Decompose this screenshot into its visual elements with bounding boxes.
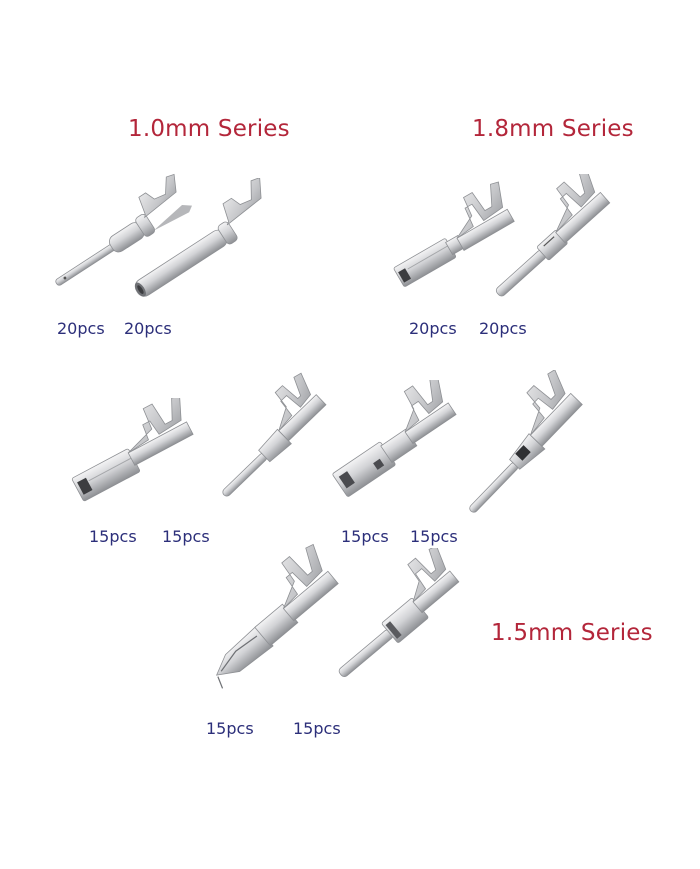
series-title-1-0mm: 1.0mm Series [128, 116, 290, 142]
quantity-label: 20pcs [57, 319, 105, 338]
male-pin-terminal-icon [222, 372, 327, 497]
quantity-label: 20pcs [124, 319, 172, 338]
terminal-1-5mm-female-box-latched [326, 380, 476, 505]
male-blade-terminal-icon [338, 548, 460, 678]
female-box-terminal-icon [71, 398, 194, 502]
terminal-1-5mm-female-box [68, 398, 218, 508]
terminal-1-8mm-female-box [388, 180, 528, 300]
quantity-label: 15pcs [293, 719, 341, 738]
quantity-label: 20pcs [479, 319, 527, 338]
quantity-label: 15pcs [341, 527, 389, 546]
terminal-1-5mm-male-pin [205, 372, 345, 522]
male-blade-terminal-icon [495, 174, 611, 297]
terminal-1-0mm-male-pin [45, 172, 205, 307]
male-pin-terminal-icon [55, 173, 193, 286]
terminal-1-8mm-male-blade [480, 174, 635, 314]
male-pin-windowed-terminal-icon [469, 370, 583, 513]
quantity-label: 15pcs [89, 527, 137, 546]
terminal-1-0mm-female-tube [125, 178, 300, 313]
quantity-label: 15pcs [162, 527, 210, 546]
female-spring-terminal-icon [215, 543, 339, 689]
quantity-label: 20pcs [409, 319, 457, 338]
quantity-label: 15pcs [206, 719, 254, 738]
series-title-1-5mm: 1.5mm Series [491, 620, 653, 646]
quantity-label: 15pcs [410, 527, 458, 546]
female-box-latched-terminal-icon [332, 380, 457, 497]
terminal-1-5mm-male-blade [322, 548, 482, 698]
series-title-1-8mm: 1.8mm Series [472, 116, 634, 142]
terminal-1-5mm-male-pin-windowed [445, 370, 615, 530]
female-tube-terminal-icon [134, 178, 262, 297]
female-box-terminal-icon [393, 181, 515, 287]
terminal-1-5mm-female-spring [198, 542, 368, 702]
